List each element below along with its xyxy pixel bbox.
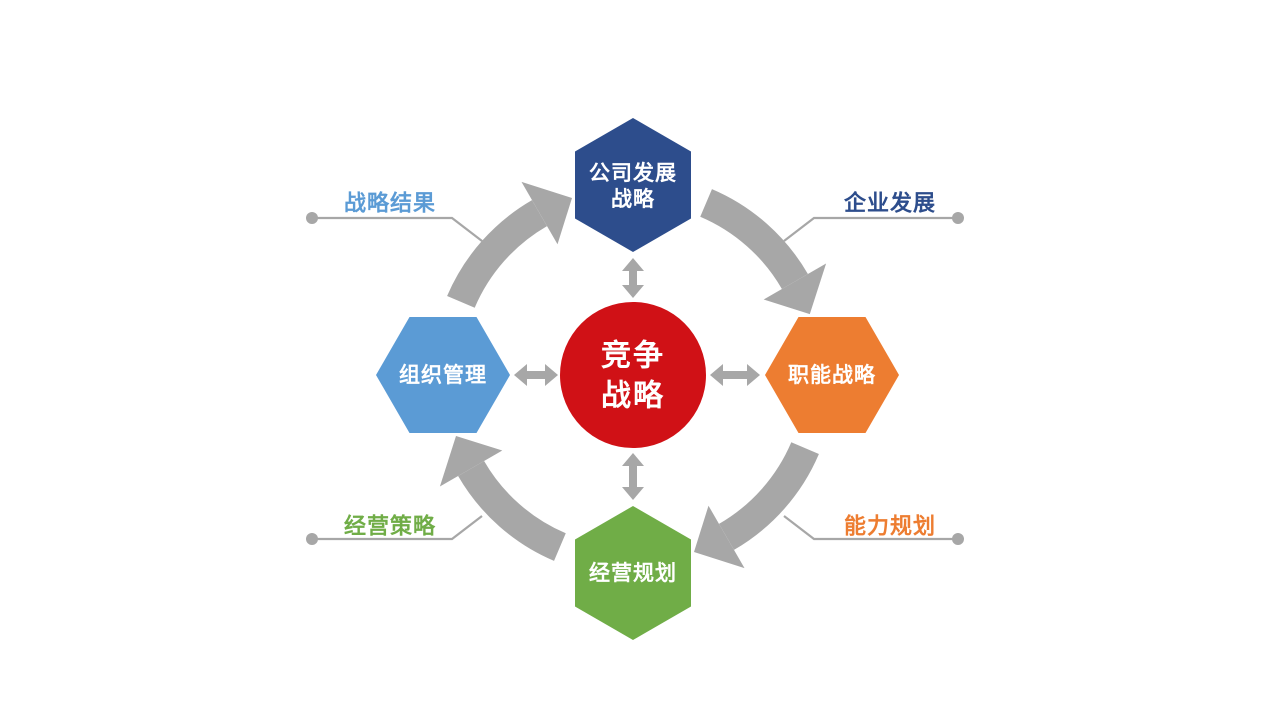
node-top: 公司发展 战略 (575, 118, 691, 252)
leader-dot-icon (306, 212, 318, 224)
node-top-label-line1: 公司发展 (589, 161, 677, 185)
cycle-arrowhead-top-right (763, 263, 827, 315)
double-arrow-left-icon (514, 364, 558, 386)
node-center: 竞争 战略 (560, 302, 706, 448)
double-arrow-top-icon (622, 258, 644, 298)
hexagon-right (765, 317, 899, 433)
callout-top-right: 企业发展 (783, 191, 964, 242)
center-label-line1: 竞争 (601, 339, 665, 374)
node-top-label-line2: 战略 (611, 187, 655, 211)
cycle-arrowhead-bottom-right (694, 505, 745, 569)
hexagon-bottom (575, 506, 691, 640)
leader-line-bottom-right (783, 515, 958, 541)
node-bottom: 经营规划 (575, 506, 691, 640)
callout-top-right-label: 企业发展 (843, 191, 936, 217)
cycle-arc-top-left (447, 200, 548, 309)
callout-bottom-right: 能力规划 (783, 514, 964, 545)
node-right: 职能战略 (765, 317, 899, 433)
callout-bottom-left: 经营策略 (306, 514, 483, 545)
node-bottom-label: 经营规划 (589, 561, 677, 585)
hexagon-left (376, 317, 510, 433)
callout-bottom-right-label: 能力规划 (844, 514, 936, 540)
node-left-label: 组织管理 (399, 363, 487, 387)
leader-dot-icon (306, 533, 318, 545)
cycle-arrow-bottom-to-left (439, 436, 567, 561)
cycle-arrowhead-bottom-left (439, 436, 503, 487)
cycle-arc-bottom-right (718, 441, 819, 550)
cycle-arc-top-right (699, 189, 808, 290)
node-left: 组织管理 (376, 317, 510, 433)
callout-top-left: 战略结果 (306, 191, 483, 242)
callout-top-left-label: 战略结果 (344, 191, 436, 217)
leader-dot-icon (952, 533, 964, 545)
double-arrow-bottom-icon (622, 453, 644, 500)
leader-line-top-left (312, 216, 483, 242)
callout-bottom-left-label: 经营策略 (344, 514, 436, 540)
cycle-arrow-top-to-right (699, 189, 827, 315)
cycle-arrow-right-to-bottom (694, 441, 819, 569)
node-right-label: 职能战略 (788, 363, 876, 387)
hexagon-top (575, 118, 691, 252)
leader-line-bottom-left (312, 515, 483, 541)
leader-dot-icon (952, 212, 964, 224)
center-circle (560, 302, 706, 448)
cycle-arc-bottom-left (458, 460, 567, 561)
cycle-arrow-left-to-top (447, 181, 572, 309)
cycle-arrowhead-top-left (521, 181, 572, 245)
leader-line-top-right (783, 216, 958, 242)
center-label-line2: 战略 (601, 379, 665, 414)
double-arrow-right-icon (710, 364, 760, 386)
